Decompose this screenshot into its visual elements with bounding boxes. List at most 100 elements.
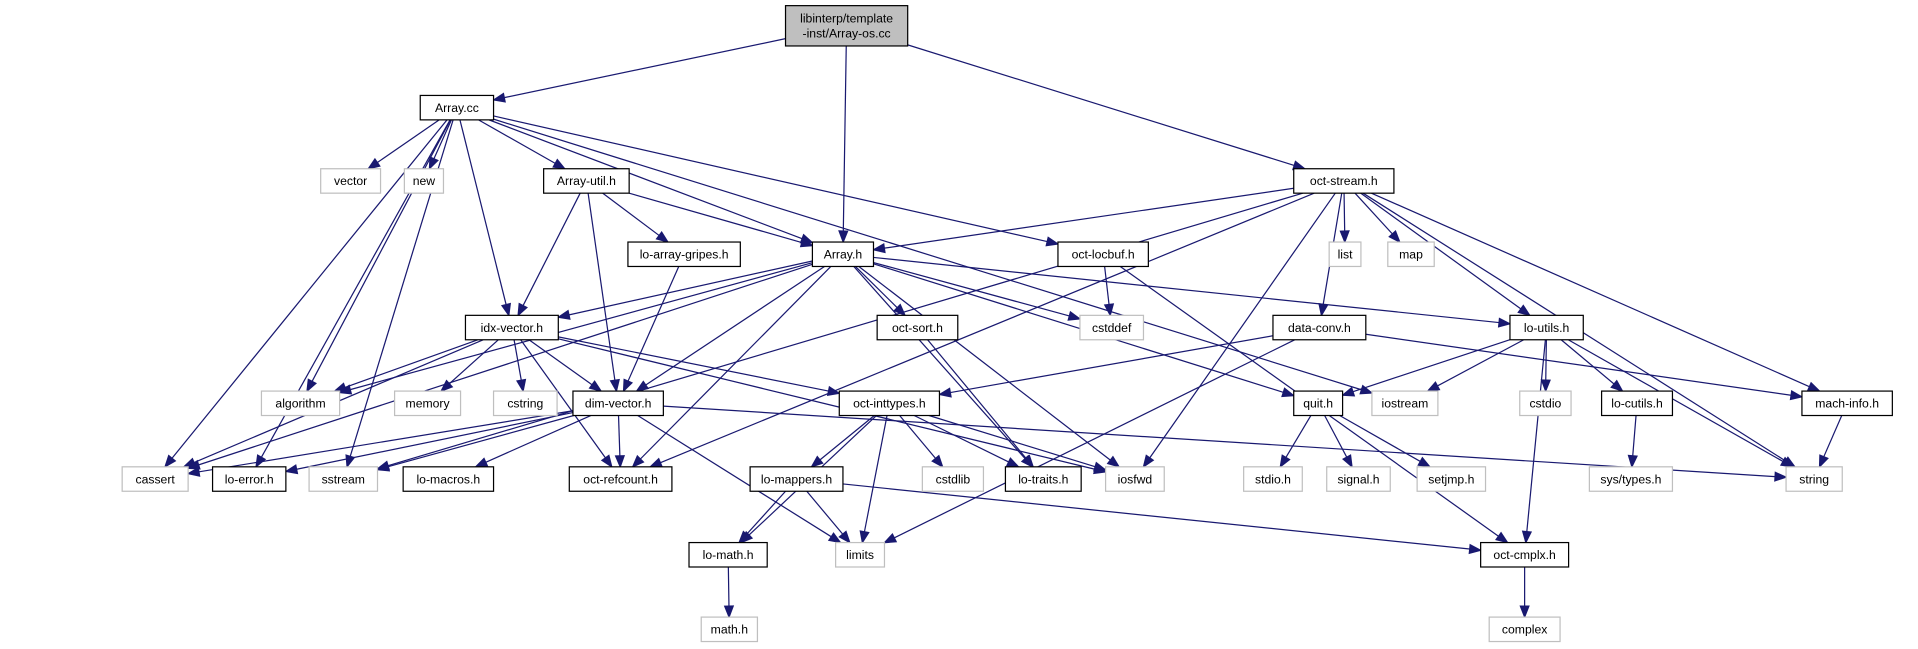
arrowhead-icon	[1388, 229, 1401, 244]
node-lo-utils-h[interactable]: lo-utils.h	[1509, 314, 1584, 341]
edge-array_cc-to-new	[428, 119, 452, 171]
edge-root-to-oct_stream_h	[907, 44, 1307, 171]
node-lo-array-gripes-h[interactable]: lo-array-gripes.h	[627, 241, 741, 268]
node-box	[568, 466, 673, 492]
edge-line	[663, 405, 1776, 478]
edge-lo_mappers_h-to-limits	[806, 490, 851, 544]
arrowhead-icon	[1417, 456, 1432, 468]
edge-oct_stream_h-to-lo_utils_h	[1360, 192, 1532, 317]
node-box	[1104, 466, 1165, 492]
node-box	[492, 390, 558, 417]
edge-oct_stream_h-to-mach_info_h	[1371, 192, 1822, 392]
edge-lo_utils_h-to-lo_cutils_h	[1560, 339, 1624, 393]
node-label: lo-math.h	[703, 548, 754, 562]
edge-root-to-array_cc	[491, 38, 786, 103]
node-box	[811, 241, 875, 268]
arrowhead-icon	[1497, 317, 1512, 328]
node-dim-vector-h[interactable]: dim-vector.h	[572, 390, 664, 417]
edge-array_cc-to-array_h	[488, 119, 814, 244]
node-label: stdio.h	[1255, 472, 1291, 486]
node-label: oct-refcount.h	[583, 472, 658, 486]
node-string: string	[1785, 466, 1843, 492]
arrowhead-icon	[345, 454, 356, 469]
node-sstream: sstream	[308, 466, 379, 492]
arrowhead-icon	[333, 382, 348, 393]
edge-array_h-to-oct_refcount_h	[631, 266, 832, 469]
node-oct-inttypes-h[interactable]: oct-inttypes.h	[838, 390, 941, 417]
node-label: lo-traits.h	[1018, 472, 1068, 486]
arrowhead-icon	[517, 302, 528, 317]
node-lo-macros-h[interactable]: lo-macros.h	[402, 466, 495, 492]
edge-array_h-to-lo_utils_h	[873, 256, 1512, 328]
arrowhead-icon	[859, 530, 870, 545]
edge-line	[433, 119, 452, 159]
node-label: vector	[334, 174, 367, 188]
node-lo-mappers-h[interactable]: lo-mappers.h	[749, 466, 844, 492]
edge-line	[1285, 415, 1312, 458]
node-lo-math-h[interactable]: lo-math.h	[688, 541, 768, 568]
node-box	[1004, 466, 1082, 492]
node-box	[838, 390, 941, 417]
arrowhead-icon	[893, 303, 907, 317]
edge-array_cc-to-algorithm	[306, 119, 451, 393]
edge-line	[198, 263, 813, 466]
node-oct-cmplx-h[interactable]: oct-cmplx.h	[1480, 541, 1570, 568]
node-oct-stream-h[interactable]: oct-stream.h	[1293, 168, 1395, 194]
node-box	[403, 168, 445, 194]
edge-array_cc-to-oct_locbuf_h	[493, 115, 1060, 247]
node-oct-sort-h[interactable]: oct-sort.h	[876, 314, 959, 341]
node-label: oct-locbuf.h	[1072, 248, 1135, 262]
edge-quit_h-to-stdio_h	[1279, 415, 1312, 469]
node-array-util-h[interactable]: Array-util.h	[543, 168, 630, 194]
edge-array_cc-to-cassert	[163, 119, 448, 469]
edge-line	[1104, 266, 1110, 305]
edge-line	[488, 119, 803, 240]
node-setjmp-h: setjmp.h	[1416, 466, 1487, 492]
edge-oct_inttypes_h-to-iosfwd	[928, 414, 1108, 472]
node-label: data-conv.h	[1288, 321, 1351, 335]
edge-line	[478, 119, 556, 164]
node-lo-cutils-h[interactable]: lo-cutils.h	[1600, 390, 1674, 417]
arrowhead-icon	[588, 380, 603, 393]
edge-line	[1354, 192, 1393, 235]
node-mach-info-h[interactable]: mach-info.h	[1801, 390, 1893, 417]
node-lo-traits-h[interactable]: lo-traits.h	[1004, 466, 1082, 492]
node-box	[1588, 466, 1674, 492]
edge-idx_vector_h-to-algorithm	[333, 339, 478, 393]
edge-line	[387, 414, 574, 468]
arrowhead-icon	[1521, 530, 1533, 545]
node-math-h: math.h	[700, 616, 759, 643]
node-label: quit.h	[1303, 397, 1333, 411]
arrowhead-icon	[810, 455, 824, 468]
edge-lo_mappers_h-to-lo_math_h	[737, 490, 786, 544]
node-oct-locbuf-h[interactable]: oct-locbuf.h	[1057, 241, 1149, 268]
node-data-conv-h[interactable]: data-conv.h	[1272, 314, 1367, 341]
node-cstddef: cstddef	[1079, 314, 1145, 341]
edge-line	[1545, 339, 1547, 381]
node-array-h[interactable]: Array.h	[811, 241, 875, 268]
arrowhead-icon	[1468, 543, 1483, 555]
arrowhead-icon	[1517, 304, 1532, 317]
node-label: -inst/Array-os.cc	[803, 26, 891, 40]
node-label: oct-cmplx.h	[1493, 548, 1555, 562]
edge-line	[873, 261, 1070, 317]
edge-oct_cmplx_h-to-complex	[1519, 566, 1530, 619]
node-quit-h[interactable]: quit.h	[1293, 390, 1344, 417]
arrowhead-icon	[937, 387, 952, 398]
edge-line	[377, 119, 440, 164]
node-idx-vector-h[interactable]: idx-vector.h	[464, 314, 559, 341]
arrowhead-icon	[1045, 236, 1060, 247]
node-root[interactable]: libinterp/template-inst/Array-os.cc	[784, 5, 909, 47]
edge-line	[296, 411, 574, 470]
node-box	[211, 466, 287, 492]
node-cstring: cstring	[492, 390, 558, 417]
node-lo-error-h[interactable]: lo-error.h	[211, 466, 287, 492]
node-oct-refcount-h[interactable]: oct-refcount.h	[568, 466, 673, 492]
arrowhead-icon	[556, 309, 571, 320]
edge-line	[350, 262, 813, 391]
edge-array_cc-to-vector	[366, 119, 440, 170]
edge-line	[1360, 192, 1522, 310]
node-iostream: iostream	[1371, 390, 1439, 417]
node-array-cc[interactable]: Array.cc	[419, 94, 495, 121]
edge-array_h-to-lo_traits_h	[853, 266, 1034, 469]
